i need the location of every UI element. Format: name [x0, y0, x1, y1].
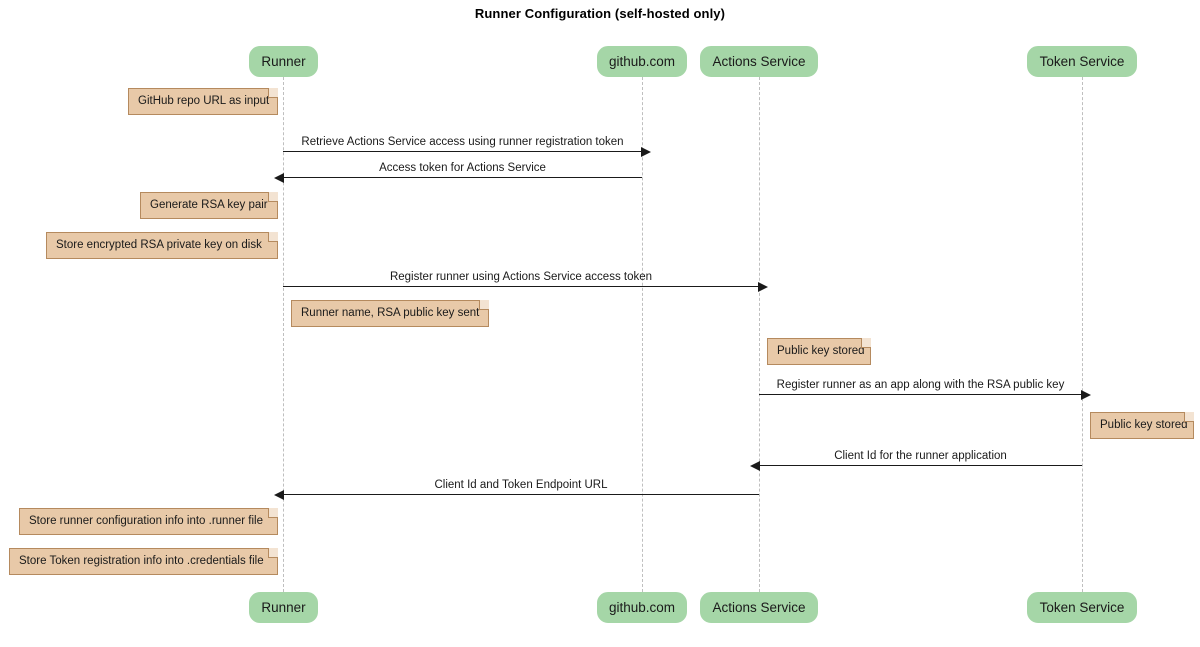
participant-token-top[interactable]: Token Service — [1027, 46, 1137, 77]
message-label: Register runner using Actions Service ac… — [389, 271, 653, 283]
note-fold-corner-icon — [268, 508, 278, 518]
note-text: Store Token registration info into .cred… — [19, 555, 264, 567]
lifeline-actions — [759, 77, 760, 592]
participant-label: Token Service — [1039, 600, 1125, 615]
arrowhead-right-icon — [641, 147, 651, 157]
participant-runner-top[interactable]: Runner — [249, 46, 318, 77]
note: Store runner configuration info into .ru… — [19, 508, 278, 535]
participant-actions-bottom[interactable]: Actions Service — [700, 592, 818, 623]
arrowhead-left-icon — [274, 173, 284, 183]
participant-label: Runner — [261, 600, 306, 615]
message-arrow — [759, 390, 1091, 400]
participant-label: Token Service — [1039, 54, 1125, 69]
participant-label: Actions Service — [712, 600, 806, 615]
note: Runner name, RSA public key sent — [291, 300, 489, 327]
note-text: Runner name, RSA public key sent — [301, 307, 480, 319]
note-fold-corner-icon — [861, 338, 871, 348]
note-fold-corner-icon — [268, 232, 278, 242]
participant-github-bottom[interactable]: github.com — [597, 592, 687, 623]
note-text: Generate RSA key pair — [150, 199, 268, 211]
message-arrow — [283, 282, 768, 292]
participant-label: Actions Service — [712, 54, 806, 69]
message-label: Retrieve Actions Service access using ru… — [301, 136, 624, 148]
note-fold-corner-icon — [268, 88, 278, 98]
note-text: GitHub repo URL as input — [138, 95, 270, 107]
message-label: Register runner as an app along with the… — [776, 379, 1065, 391]
message-label: Access token for Actions Service — [379, 162, 546, 174]
note: Store encrypted RSA private key on disk — [46, 232, 278, 259]
arrowhead-right-icon — [1081, 390, 1091, 400]
participant-actions-top[interactable]: Actions Service — [700, 46, 818, 77]
message-arrow — [274, 490, 759, 500]
participant-runner-bottom[interactable]: Runner — [249, 592, 318, 623]
lifeline-runner — [283, 77, 284, 592]
note-fold-corner-icon — [479, 300, 489, 310]
note-text: Public key stored — [1100, 419, 1188, 431]
message-arrow — [283, 147, 651, 157]
message-label: Client Id and Token Endpoint URL — [434, 479, 608, 491]
note: Generate RSA key pair — [140, 192, 278, 219]
note: Public key stored — [1090, 412, 1194, 439]
participant-label: github.com — [608, 54, 676, 69]
lifeline-token — [1082, 77, 1083, 592]
participant-label: github.com — [608, 600, 676, 615]
note-fold-corner-icon — [1184, 412, 1194, 422]
note: Public key stored — [767, 338, 871, 365]
note: GitHub repo URL as input — [128, 88, 278, 115]
participant-token-bottom[interactable]: Token Service — [1027, 592, 1137, 623]
message-label: Client Id for the runner application — [834, 450, 1007, 462]
page-title: Runner Configuration (self-hosted only) — [474, 6, 726, 21]
arrowhead-right-icon — [758, 282, 768, 292]
participant-label: Runner — [261, 54, 306, 69]
message-arrow — [750, 461, 1082, 471]
note: Store Token registration info into .cred… — [9, 548, 278, 575]
note-text: Store runner configuration info into .ru… — [29, 515, 263, 527]
participant-github-top[interactable]: github.com — [597, 46, 687, 77]
note-text: Public key stored — [777, 345, 865, 357]
note-fold-corner-icon — [268, 192, 278, 202]
note-text: Store encrypted RSA private key on disk — [56, 239, 262, 251]
arrowhead-left-icon — [750, 461, 760, 471]
message-arrow — [274, 173, 642, 183]
note-fold-corner-icon — [268, 548, 278, 558]
lifeline-github — [642, 77, 643, 592]
arrowhead-left-icon — [274, 490, 284, 500]
